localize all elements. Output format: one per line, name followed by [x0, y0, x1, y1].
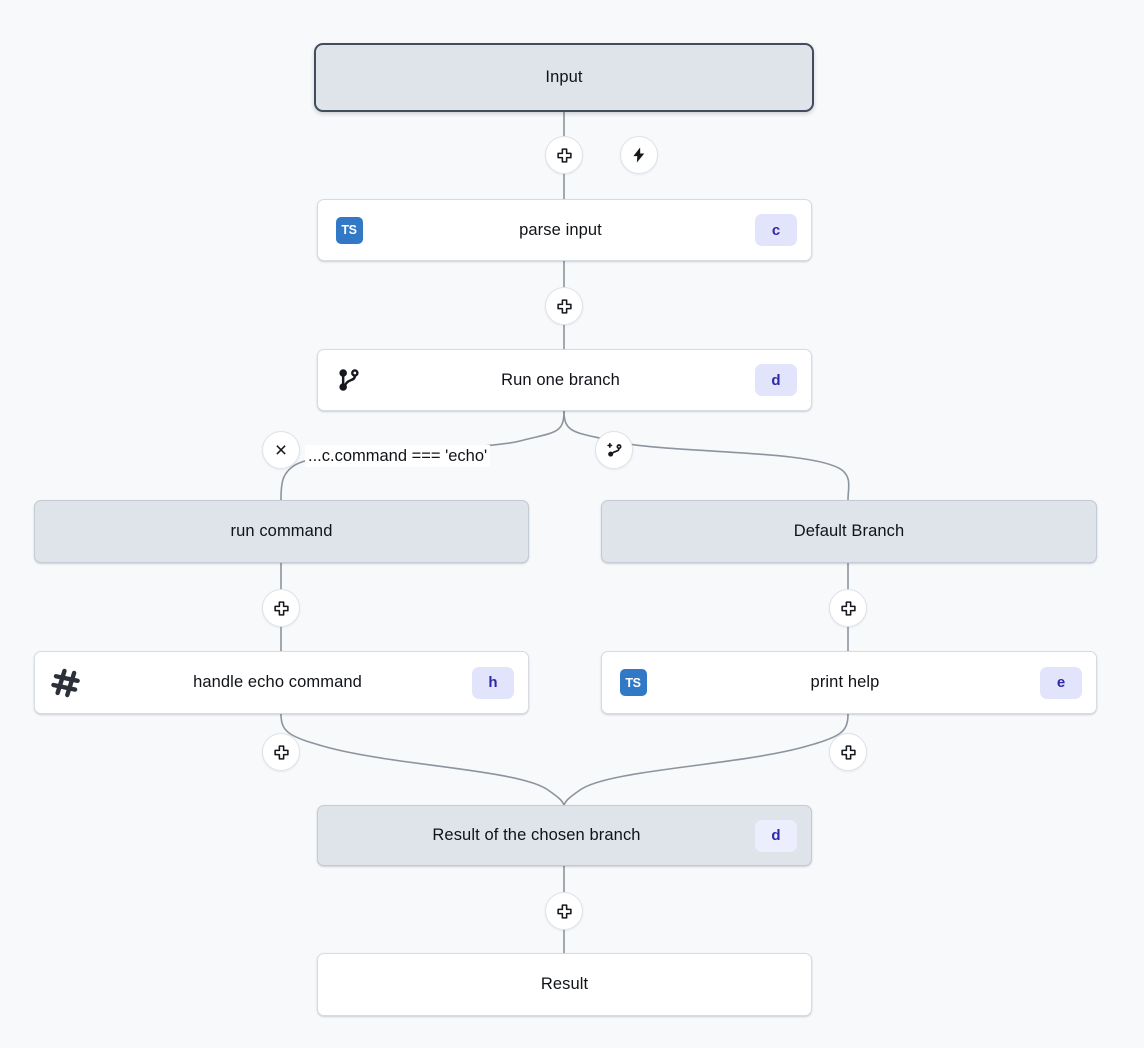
add-step-button-handle-result[interactable]	[262, 733, 300, 771]
typescript-icon: TS	[616, 666, 650, 700]
node-branch-result-badge[interactable]: d	[755, 819, 797, 852]
plus-icon	[273, 600, 289, 616]
node-branch-result-label: Result of the chosen branch	[432, 826, 641, 844]
node-print-help-label: print help	[810, 673, 880, 691]
node-run-command-label: run command	[230, 522, 333, 540]
node-parse-input-badge[interactable]: c	[755, 214, 797, 246]
node-parse-input-label: parse input	[519, 220, 602, 239]
node-handle-echo-command-label: handle echo command	[193, 673, 362, 691]
add-step-button-runcmd-handle[interactable]	[262, 589, 300, 627]
add-step-button-result-output[interactable]	[545, 892, 583, 930]
lightning-icon	[633, 147, 645, 163]
plus-icon	[840, 600, 856, 616]
add-step-button-print-result[interactable]	[829, 733, 867, 771]
close-icon: ×	[274, 438, 288, 462]
add-step-button-default-print[interactable]	[829, 589, 867, 627]
node-parse-input[interactable]: TS parse input c	[317, 199, 812, 261]
git-branch-icon	[332, 363, 366, 397]
git-branch-plus-icon	[607, 442, 622, 457]
node-input[interactable]: Input	[314, 43, 814, 112]
node-result[interactable]: Result	[317, 953, 812, 1016]
node-run-one-branch-badge[interactable]: d	[755, 364, 797, 396]
add-branch-button[interactable]	[595, 431, 633, 469]
node-handle-echo-command-badge[interactable]: h	[472, 666, 514, 699]
node-branch-result[interactable]: Result of the chosen branch d	[317, 805, 812, 866]
plus-icon	[556, 298, 572, 314]
plus-icon	[273, 744, 289, 760]
node-print-help-badge[interactable]: e	[1040, 666, 1082, 699]
typescript-icon: TS	[332, 213, 366, 247]
edge-print-result	[563, 713, 849, 806]
plus-icon	[556, 903, 572, 919]
node-default-branch-label: Default Branch	[793, 522, 905, 540]
remove-branch-button[interactable]: ×	[262, 431, 300, 469]
branch-condition-label[interactable]: ...c.command === 'echo'	[305, 445, 491, 467]
node-input-label: Input	[545, 68, 583, 86]
node-default-branch[interactable]: Default Branch	[601, 500, 1097, 563]
node-run-one-branch[interactable]: Run one branch d	[317, 349, 812, 411]
node-result-label: Result	[540, 975, 589, 993]
node-run-one-branch-label: Run one branch	[501, 370, 620, 389]
plus-icon	[840, 744, 856, 760]
add-trigger-button[interactable]	[620, 136, 658, 174]
plus-icon	[556, 147, 572, 163]
node-run-command[interactable]: run command	[34, 500, 529, 563]
node-print-help[interactable]: TS print help e	[601, 651, 1097, 714]
add-step-button-input-parse[interactable]	[545, 136, 583, 174]
add-step-button-parse-branch[interactable]	[545, 287, 583, 325]
node-handle-echo-command[interactable]: handle echo command h	[34, 651, 529, 714]
edge-handle-result	[280, 713, 565, 806]
hash-icon	[49, 666, 83, 700]
